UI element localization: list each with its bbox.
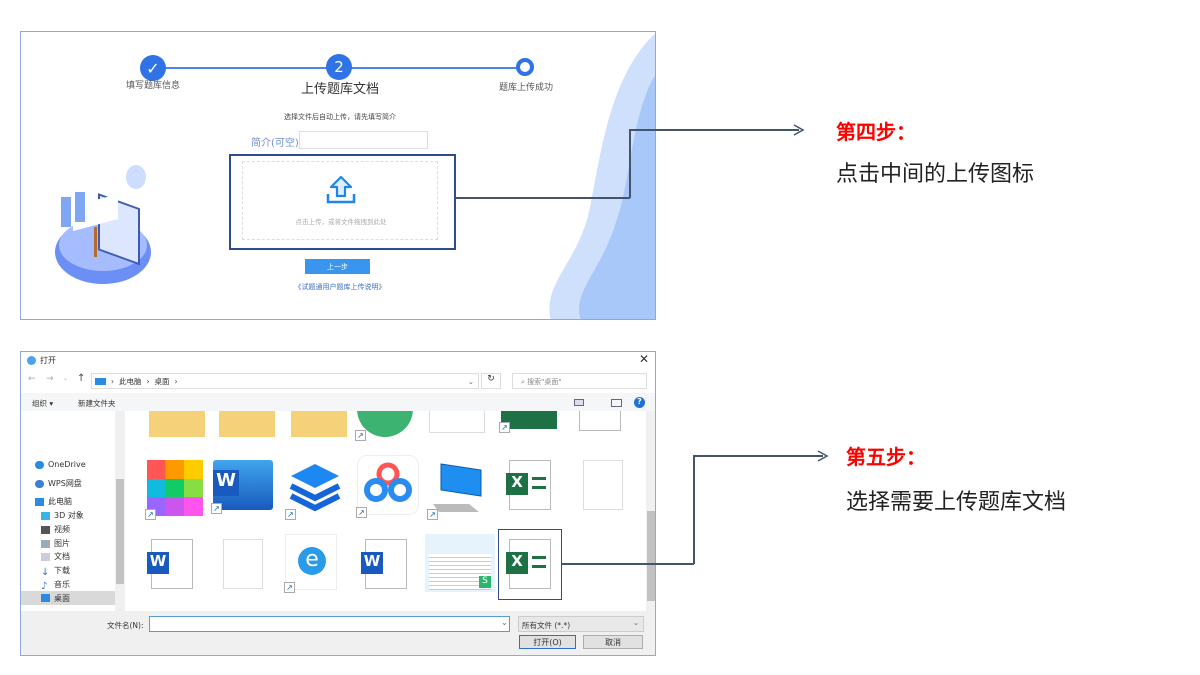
step-five-title: 第五步： — [846, 445, 926, 469]
sidebar-item-wps[interactable]: WPS网盘 — [35, 478, 82, 489]
address-bar[interactable]: › 此电脑› 桌面› ⌄ — [91, 373, 479, 389]
text-file-icon[interactable] — [223, 539, 263, 589]
word-file-icon[interactable]: W — [147, 539, 193, 589]
close-icon[interactable]: ✕ — [639, 352, 650, 366]
arrow-head-icon — [817, 450, 829, 462]
chevron-down-icon[interactable]: ⌄ — [501, 618, 508, 627]
sidebar-item-downloads[interactable]: ↓下载 — [41, 566, 70, 578]
step-1-check-icon: ✓ — [140, 55, 166, 81]
connector-line — [629, 129, 631, 198]
recent-chevron-icon[interactable]: ⌄ — [63, 375, 69, 382]
selected-excel-file[interactable]: X — [498, 529, 562, 600]
upload-icon[interactable] — [325, 174, 357, 206]
excel-shortcut-icon[interactable]: ↗ — [499, 411, 557, 433]
step-3-label: 题库上传成功 — [498, 83, 554, 93]
prev-step-button[interactable]: 上一步 — [305, 259, 370, 274]
dropzone-text: 点击上传，或将文件拖拽到此处 — [295, 218, 387, 226]
filename-input[interactable] — [149, 616, 510, 632]
excel-file-icon[interactable]: X — [506, 460, 551, 510]
sidebar-scrollbar[interactable] — [115, 411, 125, 611]
search-input[interactable]: ⌕ 搜索"桌面" — [512, 373, 647, 389]
forward-icon[interactable]: → — [46, 374, 54, 384]
ie-shortcut-icon[interactable]: e↗ — [284, 534, 337, 593]
organize-menu[interactable]: 组织 ▾ — [32, 399, 54, 408]
file-grid-scrollbar[interactable] — [646, 411, 655, 611]
search-icon: ⌕ — [521, 378, 528, 386]
step-3-circle — [516, 58, 534, 76]
word-app-icon[interactable]: W↗ — [211, 460, 273, 514]
dialog-title: 打开 — [40, 356, 56, 365]
new-folder-button[interactable]: 新建文件夹 — [78, 399, 116, 408]
word-file-icon[interactable]: W — [361, 539, 407, 589]
connector-line — [561, 563, 694, 565]
upload-page-screenshot: ✓ 2 填写题库信息 上传题库文档 题库上传成功 选择文件后自动上传，请先填写简… — [20, 31, 656, 320]
excel-file-icon[interactable] — [579, 411, 621, 431]
sidebar-item-pictures[interactable]: 图片 — [41, 538, 70, 549]
sidebar-item-this-pc[interactable]: 此电脑 — [35, 496, 72, 507]
upload-dropzone[interactable]: 点击上传，或将文件拖拽到此处 — [242, 161, 438, 240]
folder-icon[interactable] — [219, 411, 275, 437]
intro-input[interactable] — [299, 131, 428, 149]
computer-shortcut-icon[interactable]: ↗ — [427, 460, 485, 520]
cancel-button[interactable]: 取消 — [583, 635, 643, 649]
intro-label: 简介(可空) — [251, 138, 299, 149]
file-grid: ↗ ↗ ↗ W↗ ↗ ↗ ↗ X W e↗ W S X — [125, 411, 646, 611]
app-icon — [27, 356, 36, 365]
stack-app-icon[interactable]: ↗ — [285, 460, 343, 520]
decorative-wave — [549, 33, 655, 319]
highlight-box — [229, 154, 456, 250]
text-file-icon[interactable] — [583, 460, 623, 510]
sidebar-item-documents[interactable]: 文档 — [41, 551, 70, 562]
open-button[interactable]: 打开(O) — [519, 635, 576, 649]
filename-label: 文件名(N): — [107, 621, 144, 630]
spreadsheet-thumbnail[interactable]: S — [425, 534, 495, 592]
folder-icon[interactable] — [149, 411, 205, 437]
folder-icon[interactable] — [291, 411, 347, 437]
sidebar-item-desktop[interactable]: 桌面 — [21, 591, 115, 605]
sidebar-item-music[interactable]: ♪音乐 — [41, 580, 70, 592]
baidu-netdisk-icon[interactable]: ↗ — [356, 455, 419, 518]
preview-pane-icon[interactable] — [611, 399, 622, 407]
connector-line — [455, 197, 630, 199]
upload-hint: 选择文件后自动上传，请先填写简介 — [284, 113, 396, 121]
color-grid-app-icon[interactable]: ↗ — [145, 460, 203, 520]
chevron-down-icon[interactable]: ⌄ — [467, 376, 474, 386]
connector-line — [693, 455, 695, 564]
step-five-text: 选择需要上传题库文档 — [846, 490, 1067, 515]
connector-line — [693, 455, 823, 457]
back-icon[interactable]: ← — [28, 374, 36, 384]
sidebar-item-3d[interactable]: 3D 对象 — [41, 510, 84, 521]
step-2-circle: 2 — [326, 54, 352, 80]
navigation-pane: OneDrive WPS网盘 此电脑 3D 对象 视频 图片 文档 ↓下载 ♪音… — [21, 411, 115, 611]
help-link[interactable]: 《试题通用户题库上传说明》 — [294, 283, 386, 291]
app-shortcut-icon[interactable]: ↗ — [355, 411, 413, 441]
connector-line — [629, 129, 799, 131]
laptop-cloud-illustration — [55, 165, 151, 284]
step-2-label: 上传题库文档 — [300, 82, 380, 97]
step-1-label: 填写题库信息 — [125, 81, 181, 91]
sidebar-item-onedrive[interactable]: OneDrive — [35, 460, 86, 469]
refresh-icon[interactable]: ↻ — [481, 373, 501, 389]
sidebar-item-video[interactable]: 视频 — [41, 524, 70, 535]
view-options-icon[interactable] — [574, 399, 584, 406]
up-icon[interactable]: ↑ — [77, 373, 86, 384]
app-shortcut-icon[interactable] — [429, 411, 485, 433]
file-open-dialog: 打开 ✕ ← → ⌄ ↑ › 此电脑› 桌面› ⌄ ↻ ⌕ 搜索"桌面" 组织 … — [20, 351, 656, 656]
step-four-title: 第四步： — [836, 120, 916, 144]
file-type-select[interactable]: 所有文件 (*.*)⌄ — [518, 616, 644, 632]
breadcrumb-item[interactable]: 此电脑 — [119, 376, 142, 386]
help-icon[interactable]: ? — [634, 397, 645, 408]
arrow-head-icon — [793, 124, 805, 136]
breadcrumb-item[interactable]: 桌面 — [154, 376, 170, 386]
step-four-text: 点击中间的上传图标 — [836, 162, 1035, 187]
computer-icon — [95, 377, 106, 385]
